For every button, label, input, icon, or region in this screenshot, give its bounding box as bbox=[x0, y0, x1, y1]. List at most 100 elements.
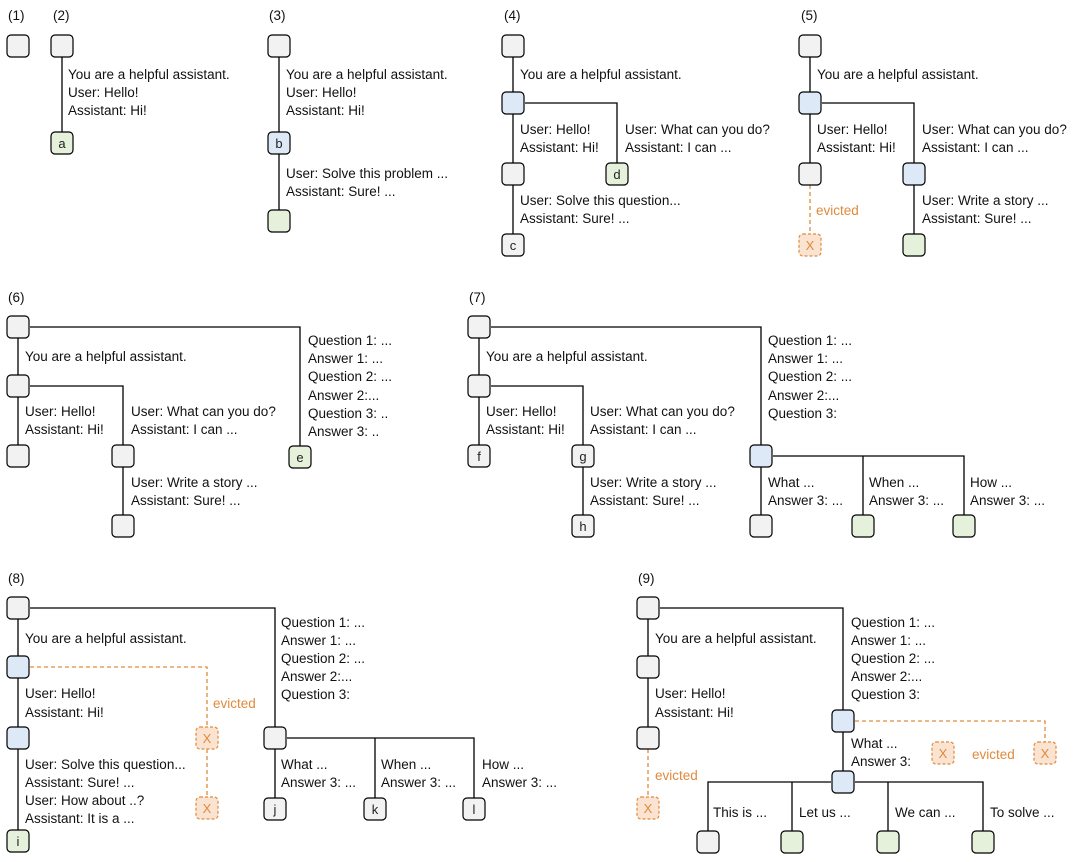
edge-text: When ... bbox=[869, 475, 919, 490]
tree-node bbox=[6, 444, 30, 468]
edge-text: User: Hello! bbox=[68, 85, 139, 100]
tree-node-h bbox=[571, 514, 595, 538]
tree-node-f bbox=[467, 444, 491, 468]
edge-text: Answer 3: bbox=[851, 754, 911, 769]
edge-text: Answer 1: ... bbox=[281, 633, 356, 648]
edge bbox=[478, 326, 965, 515]
edge-text: Assistant: Hi! bbox=[520, 140, 599, 155]
panel-label: (2) bbox=[53, 8, 70, 23]
edge-text: Answer 3: ... bbox=[768, 493, 843, 508]
evicted-node bbox=[195, 796, 219, 820]
tree-node bbox=[50, 34, 74, 58]
edge-text: Question 1: ... bbox=[768, 333, 852, 348]
tree-node bbox=[798, 34, 822, 58]
edge-text: Assistant: Sure! ... bbox=[131, 493, 241, 508]
edge-text: Answer 2:... bbox=[308, 388, 379, 403]
panel-label: (3) bbox=[269, 8, 286, 23]
edge-text: User: Write a story ... bbox=[131, 475, 258, 490]
evicted-node bbox=[798, 233, 822, 257]
node-letter-b: b bbox=[275, 136, 282, 151]
node-letter-a: a bbox=[58, 136, 66, 151]
edge-text: You are a helpful assistant. bbox=[520, 67, 682, 82]
edge-labels: You are a helpful assistant. User: Hello… bbox=[25, 67, 1067, 826]
node-letter-l: l bbox=[473, 802, 476, 817]
edge-text: We can ... bbox=[895, 805, 956, 820]
edge-text: User: What can you do? bbox=[590, 404, 735, 419]
evicted-node bbox=[636, 796, 660, 820]
edge-text: User: Hello! bbox=[520, 122, 591, 137]
tree-node bbox=[798, 91, 822, 115]
node-letter-e: e bbox=[296, 450, 303, 465]
edge-text: Assistant: I can ... bbox=[131, 422, 238, 437]
edge-text: User: What can you do? bbox=[131, 404, 276, 419]
evicted-label: evicted bbox=[213, 696, 256, 711]
tree-node bbox=[636, 655, 660, 679]
edge-text: Assistant: Hi! bbox=[655, 705, 734, 720]
edge-text: Assistant: Hi! bbox=[25, 422, 104, 437]
evicted-link bbox=[30, 666, 208, 797]
edge-text: User: Hello! bbox=[25, 686, 96, 701]
edge-text: Answer 1: ... bbox=[308, 351, 383, 366]
panel-label: (5) bbox=[801, 8, 818, 23]
edge-text: You are a helpful assistant. bbox=[25, 631, 187, 646]
edge-text: User: Hello! bbox=[25, 404, 96, 419]
node-letters: a b c d X e f g h i j k l X X X X X bbox=[17, 136, 1050, 849]
tree-node bbox=[902, 233, 926, 257]
evicted-node bbox=[1033, 741, 1057, 765]
tree-node-a bbox=[50, 131, 74, 155]
edge-text: User: What can you do? bbox=[625, 122, 770, 137]
tree-node bbox=[501, 91, 525, 115]
evicted-label: evicted bbox=[655, 768, 698, 783]
tree-node-l bbox=[462, 797, 486, 821]
edge-text: Assistant: I can ... bbox=[922, 140, 1029, 155]
edge-text: Answer 3: ... bbox=[970, 493, 1045, 508]
edge-text: How ... bbox=[970, 475, 1012, 490]
panel-label: (4) bbox=[504, 8, 521, 23]
edge-text: Answer 3: ... bbox=[869, 493, 944, 508]
evicted-x-mark: X bbox=[1041, 746, 1050, 761]
evicted-x-mark: X bbox=[203, 801, 212, 816]
edge bbox=[809, 57, 915, 234]
tree-node bbox=[6, 374, 30, 398]
evicted-x-mark: X bbox=[806, 238, 815, 253]
node-letter-d: d bbox=[613, 167, 620, 182]
tree-node-d bbox=[605, 162, 629, 186]
tree-node bbox=[636, 596, 660, 620]
edge-text: Question 1: ... bbox=[281, 615, 365, 630]
panel-label: (1) bbox=[8, 8, 25, 23]
edge-text: Answer 3: ... bbox=[381, 775, 456, 790]
tree-node bbox=[851, 514, 875, 538]
tree-node bbox=[749, 514, 773, 538]
edge-text: How ... bbox=[482, 757, 524, 772]
evicted-x-mark: X bbox=[939, 746, 948, 761]
tree-node bbox=[6, 726, 30, 750]
edge-text: Question 2: ... bbox=[768, 369, 852, 384]
node-letter-c: c bbox=[510, 238, 517, 253]
tree-node bbox=[902, 162, 926, 186]
edge-text: Assistant: Sure! ... bbox=[286, 184, 396, 199]
edge-text: You are a helpful assistant. bbox=[68, 67, 230, 82]
edge-text: Answer 3: .. bbox=[308, 424, 379, 439]
edge-text: Answer 1: ... bbox=[851, 633, 926, 648]
tree-node bbox=[749, 444, 773, 468]
tree-node bbox=[267, 34, 291, 58]
edge-text: You are a helpful assistant. bbox=[25, 349, 187, 364]
edge-text: What ... bbox=[768, 475, 815, 490]
tree-node bbox=[267, 209, 291, 233]
edge-text: Answer 2:... bbox=[281, 669, 352, 684]
edge bbox=[647, 607, 984, 831]
tree-node bbox=[831, 770, 855, 794]
edge-text: User: How about ..? bbox=[25, 793, 144, 808]
tree-node bbox=[798, 162, 822, 186]
edge-text: Question 3: bbox=[768, 406, 837, 421]
edge bbox=[17, 607, 475, 830]
node-letter-j: j bbox=[273, 802, 277, 817]
edge-text: Answer 2:... bbox=[768, 388, 839, 403]
edge-text: User: Write a story ... bbox=[590, 475, 717, 490]
edge-text: Assistant: I can ... bbox=[625, 140, 732, 155]
edge-text: What ... bbox=[281, 757, 328, 772]
edge-text: Question 2: ... bbox=[281, 651, 365, 666]
edge-text: When ... bbox=[381, 757, 431, 772]
tree-node-i bbox=[6, 829, 30, 853]
tree-node bbox=[501, 34, 525, 58]
